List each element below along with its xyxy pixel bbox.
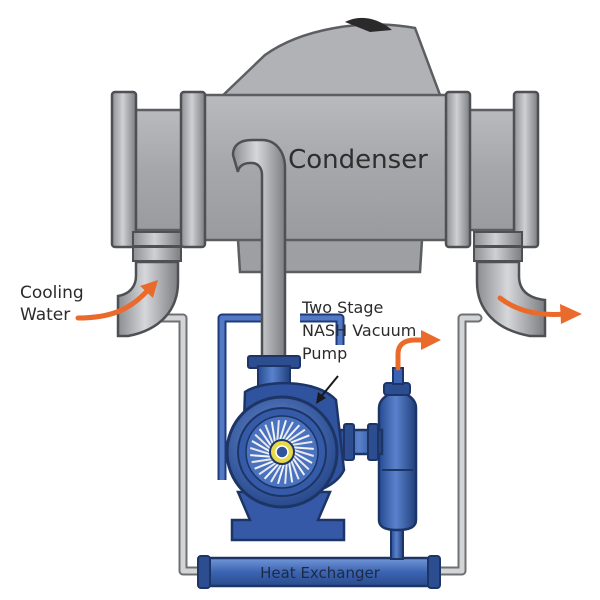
impeller-blade <box>283 424 301 442</box>
flow-arrow-icon <box>140 280 158 298</box>
pump-label-line1: Two Stage <box>301 298 383 317</box>
impeller-blade <box>254 459 276 470</box>
flange-right-inner <box>444 90 472 249</box>
pump-discharge-pipe <box>338 423 384 461</box>
condenser-label: Condenser <box>288 145 428 175</box>
pump-callout-arrow <box>316 375 339 404</box>
cooling-water-outlet-elbow <box>473 231 547 338</box>
flow-arrow-icon <box>421 330 441 350</box>
cooling-water-label-line2: Water <box>20 305 70 325</box>
impeller-blade <box>264 424 275 446</box>
impeller-shaft <box>275 445 289 459</box>
impeller-blade <box>289 458 300 480</box>
flow-arrow-icon <box>560 304 582 324</box>
impeller-blade <box>251 457 274 464</box>
seal-water-loop-pipe <box>217 313 345 480</box>
impeller-blade <box>287 460 294 483</box>
cooling-water-inlet-elbow <box>116 231 182 338</box>
impeller-blade <box>276 420 280 443</box>
impeller-icon <box>249 419 315 485</box>
impeller-blade <box>251 440 272 453</box>
pump-label-line3: Pump <box>302 344 347 363</box>
impeller-blade <box>258 461 278 476</box>
impeller-blade <box>292 453 310 471</box>
flange-left-inner <box>179 90 207 249</box>
impeller-blade <box>281 421 294 442</box>
pump-label-line2: NASH Vacuum <box>302 321 416 340</box>
impeller-blade <box>284 461 288 484</box>
flange-left-outer <box>110 90 138 249</box>
impeller-blade <box>290 440 313 447</box>
impeller-blade <box>270 462 283 483</box>
impeller-blade <box>292 448 315 457</box>
impeller-blade <box>270 421 277 444</box>
impeller-blade <box>254 433 272 451</box>
separator-tank <box>377 367 418 560</box>
flow-arrows <box>75 280 582 371</box>
flow-arrow-icon <box>75 287 151 321</box>
flange-right-outer <box>512 90 540 249</box>
impeller-blade <box>291 456 306 476</box>
flow-arrow-icon <box>395 337 428 371</box>
impeller-blade <box>263 462 281 480</box>
condenser-flanges <box>110 90 540 249</box>
impeller-blade <box>277 462 286 485</box>
impeller-blade <box>292 451 313 464</box>
heat-exchanger <box>197 555 441 589</box>
impeller-blade <box>250 454 273 458</box>
impeller-blade <box>278 419 287 442</box>
heat-exchanger-label: Heat Exchanger <box>260 564 381 582</box>
cooling-water-loop-pipe <box>145 313 483 576</box>
cooling-water-label-line1: Cooling <box>20 283 84 303</box>
impeller-blade <box>286 428 306 443</box>
impeller-blade <box>249 447 272 456</box>
impeller-blade <box>291 446 314 450</box>
flow-arrow-icon <box>497 295 568 317</box>
impeller-blade <box>288 434 310 445</box>
impeller-blade <box>258 428 273 448</box>
